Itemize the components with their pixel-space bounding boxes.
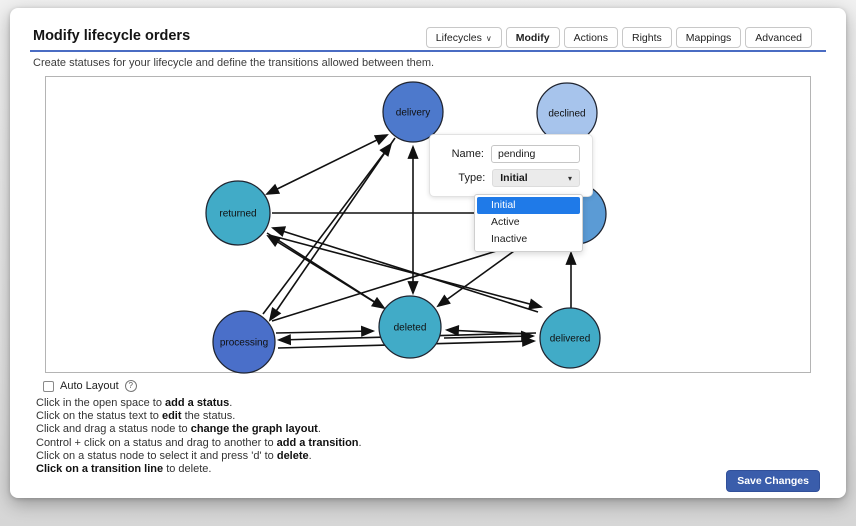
chevron-down-icon: ∨ <box>485 34 492 43</box>
page-title: Modify lifecycle orders <box>33 28 191 44</box>
type-option-active[interactable]: Active <box>491 216 520 228</box>
status-node-label-delivered[interactable]: delivered <box>550 334 591 345</box>
status-node-label-deleted[interactable]: deleted <box>394 323 427 334</box>
tab-modify[interactable]: Modify <box>505 27 560 48</box>
status-node-label-processing[interactable]: processing <box>220 338 268 349</box>
status-node-label-delivery[interactable]: delivery <box>396 108 430 119</box>
type-label: Type: <box>458 172 486 184</box>
auto-layout-label: Auto Layout <box>60 380 119 392</box>
transition-line[interactable] <box>443 330 536 342</box>
tab-actions[interactable]: Actions <box>563 27 618 48</box>
transition-line[interactable] <box>275 325 376 337</box>
lifecycles-dropdown-button[interactable]: Lifecycles ∨ <box>425 27 502 48</box>
transition-line[interactable] <box>436 245 522 308</box>
status-node-delivered[interactable] <box>539 307 601 369</box>
transition-line[interactable] <box>262 142 393 315</box>
save-changes-button[interactable]: Save Changes <box>726 470 820 492</box>
instruction-line: Click and drag a status node to change t… <box>36 423 321 436</box>
status-node-deleted[interactable] <box>378 295 442 359</box>
auto-layout-row: Auto Layout ? <box>43 380 137 392</box>
instructions: Click in the open space to add a status.… <box>36 397 362 476</box>
tab-rights[interactable]: Rights <box>622 27 672 48</box>
transition-line[interactable] <box>265 134 389 195</box>
chevron-down-icon: ▾ <box>567 173 572 183</box>
header-divider <box>30 50 826 52</box>
status-node-delivery[interactable] <box>382 81 444 143</box>
instruction-line: Click on a status node to select it and … <box>36 449 312 462</box>
page-subtitle: Create statuses for your lifecycle and d… <box>33 57 435 69</box>
status-node-label-returned[interactable]: returned <box>219 209 256 220</box>
status-node-label-declined[interactable]: declined <box>548 109 585 120</box>
status-node-processing[interactable] <box>212 310 276 374</box>
main-window: Modify lifecycle orders Lifecycles ∨ Mod… <box>10 8 846 498</box>
status-edit-popup: Name: Type: Initial ▾ <box>429 134 593 197</box>
lifecycle-graph-canvas[interactable]: delivery declined returned processing delete… <box>45 76 812 374</box>
help-icon[interactable]: ? <box>124 380 137 392</box>
auto-layout-checkbox[interactable] <box>43 380 54 392</box>
status-node-returned[interactable] <box>205 180 271 246</box>
top-nav: Lifecycles ∨ Modify Actions Rights Mappi… <box>425 27 812 48</box>
lifecycles-label: Lifecycles <box>435 31 482 44</box>
type-select-value: Initial <box>500 172 528 184</box>
instruction-line: Click in the open space to add a status. <box>36 397 233 409</box>
tab-mappings[interactable]: Mappings <box>675 27 742 48</box>
type-select[interactable]: Initial ▾ <box>492 169 580 187</box>
name-label: Name: <box>451 148 484 160</box>
transition-line[interactable] <box>266 232 386 310</box>
transition-line[interactable] <box>268 137 396 322</box>
instruction-line: Click on a transition line to delete. <box>36 463 212 476</box>
type-options-dropdown: Initial Active Inactive <box>474 194 583 252</box>
type-option-inactive[interactable]: Inactive <box>491 233 528 245</box>
tab-advanced[interactable]: Advanced <box>745 27 812 48</box>
graph-svg[interactable]: delivery declined returned processing delete… <box>46 77 812 374</box>
instruction-line: Click on the status text to edit the sta… <box>36 410 236 423</box>
type-option-initial[interactable]: Initial <box>477 197 580 214</box>
instruction-line: Control + click on a status and drag to … <box>36 436 362 449</box>
status-name-input[interactable] <box>491 145 580 163</box>
